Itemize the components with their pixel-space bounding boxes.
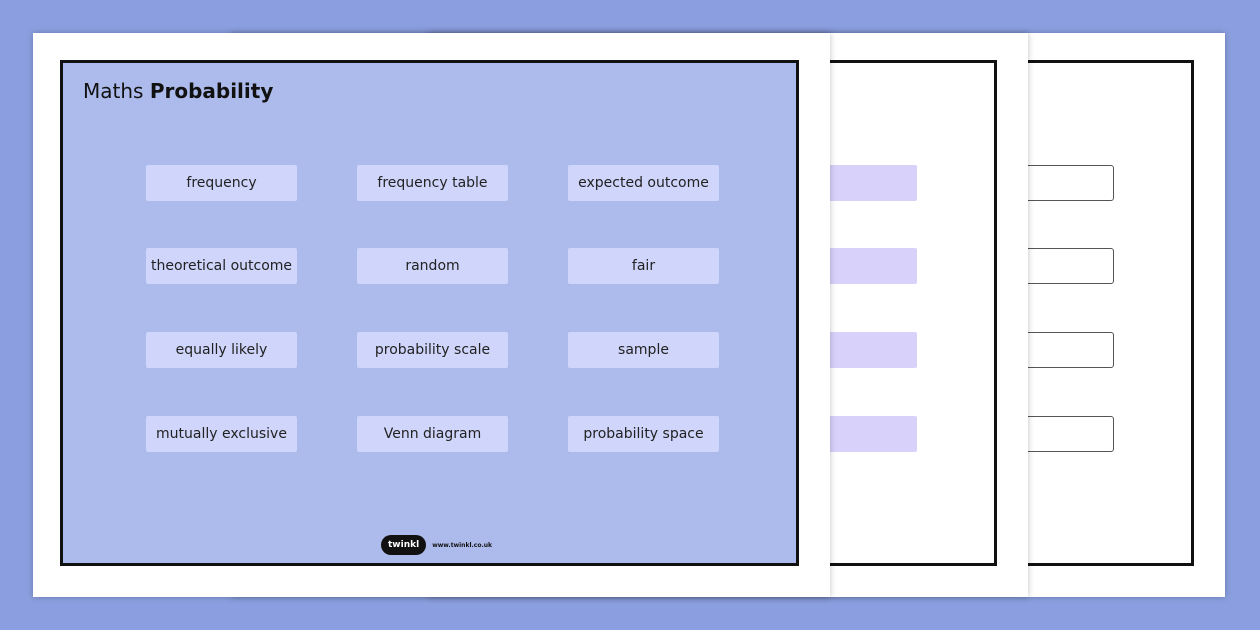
word-card: frequency table (357, 165, 508, 201)
word-card: probability space (568, 416, 719, 452)
word-card: probability scale (357, 332, 508, 368)
logo-brand: twinkl (381, 535, 427, 555)
page-title: Maths Probability (83, 79, 273, 103)
word-card: sample (568, 332, 719, 368)
word-card: equally likely (146, 332, 297, 368)
word-card: mutually exclusive (146, 416, 297, 452)
front-sheet-blue: Maths Probability twinkl www.twinkl.co.uk… (33, 33, 830, 597)
title-bold: Probability (149, 79, 274, 103)
logo-url: www.twinkl.co.uk (432, 541, 492, 549)
word-card: theoretical outcome (146, 248, 297, 284)
twinkl-logo: twinkl www.twinkl.co.uk (381, 535, 492, 555)
word-card: expected outcome (568, 165, 719, 201)
title-prefix: Maths (83, 79, 144, 103)
word-card: random (357, 248, 508, 284)
word-card: frequency (146, 165, 297, 201)
sheet-panel: Maths Probability twinkl www.twinkl.co.uk… (60, 60, 799, 566)
word-card: Venn diagram (357, 416, 508, 452)
word-card: fair (568, 248, 719, 284)
